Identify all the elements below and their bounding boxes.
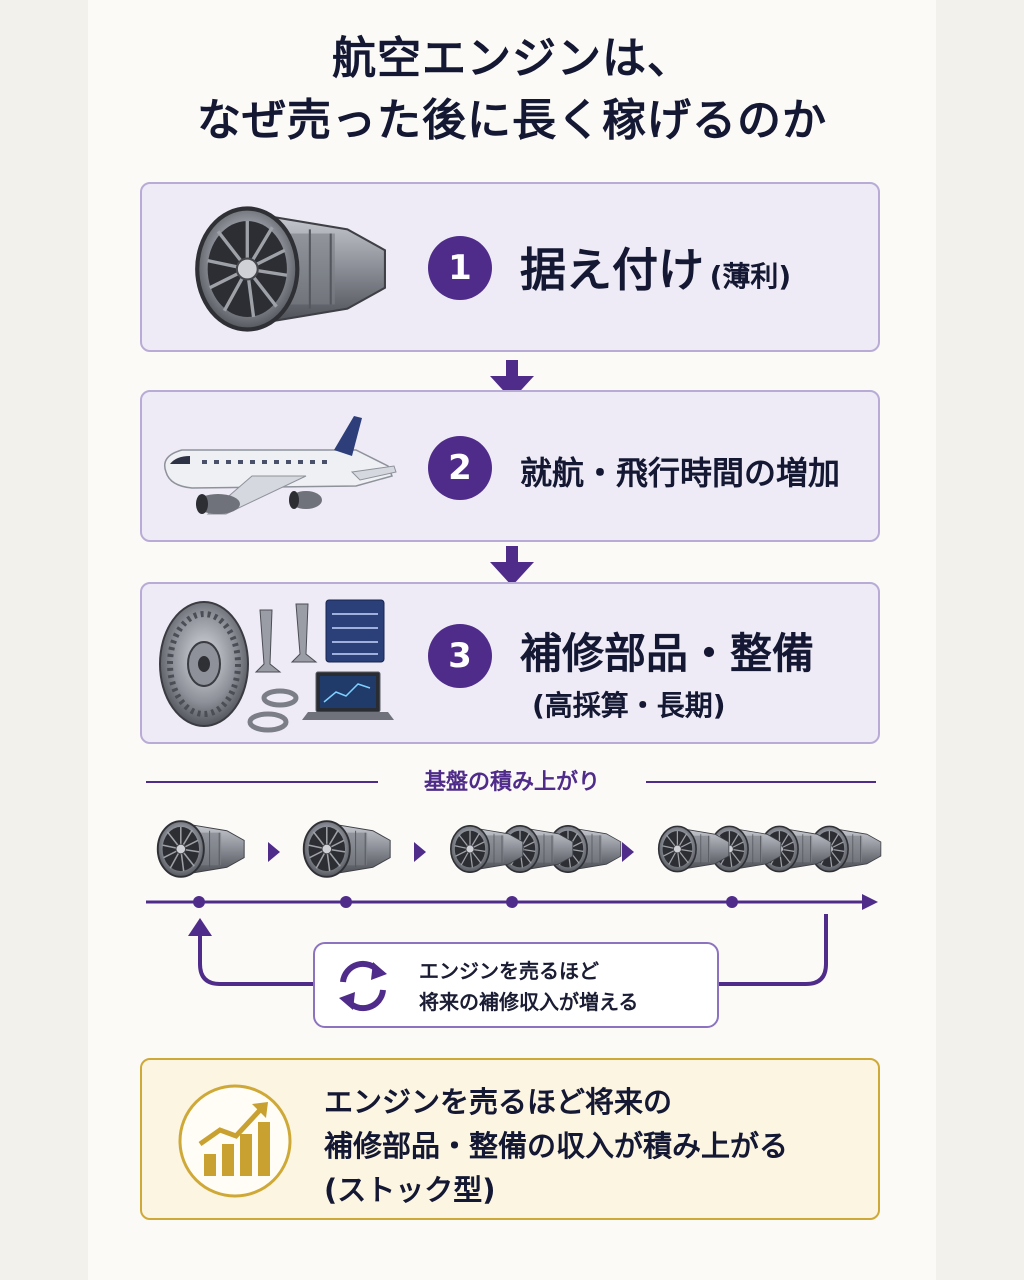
step-2-label: 就航・飛行時間の増加 xyxy=(520,454,841,492)
step-3-note: (高採算・長期) xyxy=(532,689,726,722)
airplane-icon xyxy=(164,416,397,515)
summary-line-3: (ストック型) xyxy=(324,1173,496,1207)
divider-line-right xyxy=(646,781,876,783)
engine-group-2-icon xyxy=(302,820,392,878)
engine-group-4-icon xyxy=(657,825,882,873)
summary-text: エンジンを売るほど将来の 補修部品・整備の収入が積み上がる (ストック型) xyxy=(324,1080,788,1212)
step-card-2: 2 就航・飛行時間の増加 xyxy=(140,390,880,542)
down-arrow-icon xyxy=(490,360,534,400)
step-1-note: (薄利) xyxy=(709,260,792,293)
step-1-text: 据え付け (薄利) xyxy=(520,234,791,300)
step-1-label: 据え付け xyxy=(520,243,704,297)
cycle-text: エンジンを売るほど 将来の補修収入が増える xyxy=(419,956,638,1018)
engine-growth-row xyxy=(146,820,882,910)
timeline-arrowhead-icon xyxy=(862,894,878,910)
page-title: 航空エンジンは、 なぜ売った後に長く稼げるのか xyxy=(100,28,924,152)
step-chevron-icon xyxy=(268,842,280,862)
engine-group-3-icon xyxy=(449,824,622,874)
cycle-callout: エンジンを売るほど 将来の補修収入が増える xyxy=(313,942,719,1028)
summary-line-2: 補修部品・整備の収入が積み上がる xyxy=(324,1129,789,1163)
down-arrow-icon xyxy=(490,546,534,586)
title-line-1: 航空エンジンは、 xyxy=(332,33,692,84)
divider-line-left xyxy=(146,781,378,783)
engine-group-1-icon xyxy=(156,820,246,878)
title-line-2: なぜ売った後に長く稼げるのか xyxy=(197,95,827,146)
step-card-3: 3 補修部品・整備 (高採算・長期) xyxy=(140,582,880,744)
step-card-1: 1 据え付け (薄利) xyxy=(140,182,880,352)
summary-line-1: エンジンを売るほど将来の xyxy=(324,1085,673,1119)
parts-and-tools-icon xyxy=(159,599,394,733)
growth-chart-icon xyxy=(178,1084,292,1198)
cycle-arrows-icon xyxy=(339,960,387,1012)
feedback-loop-arrow xyxy=(188,914,828,986)
step-number-3: 3 xyxy=(428,624,492,688)
step-3-label: 補修部品・整備 xyxy=(520,629,815,678)
summary-box: エンジンを売るほど将来の 補修部品・整備の収入が積み上がる (ストック型) xyxy=(140,1058,880,1220)
cycle-line-2: 将来の補修収入が増える xyxy=(419,990,639,1014)
step-number-1: 1 xyxy=(428,236,492,300)
cycle-line-1: エンジンを売るほど xyxy=(419,959,599,983)
step-number-2: 2 xyxy=(428,436,492,500)
step-chevron-icon xyxy=(622,842,634,862)
timeline-label: 基盤の積み上がり xyxy=(423,770,600,795)
step-chevron-icon xyxy=(414,842,426,862)
jet-engine-icon xyxy=(174,196,404,342)
